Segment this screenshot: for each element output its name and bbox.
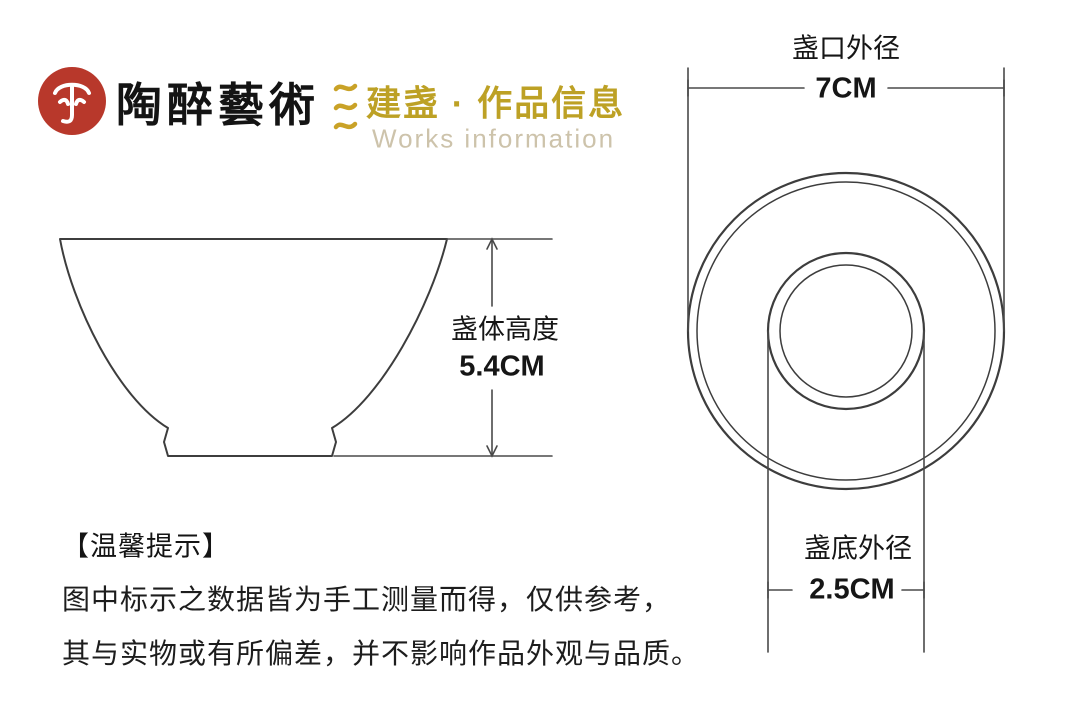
foot-diameter-value: 2.5CM [809,573,895,606]
top-view-dimension-lines [687,67,1005,653]
side-view-dimension-lines [333,237,553,458]
height-arrow-up [486,237,498,250]
side-height-label: 盏体高度 [451,314,559,345]
brand-name: 陶醉藝術 [116,80,320,131]
bowl-top-view-drawing [686,171,1006,491]
bowl-side-view-drawing [59,238,448,457]
side-height-value: 5.4CM [459,350,545,383]
mouth-diameter-value: 7CM [815,72,877,105]
foot-inner-circle [779,264,913,398]
logo-glyph [53,82,91,124]
page-title: 建盏 · 作品信息 [366,84,626,124]
rim-inner-circle [696,181,996,481]
foot-diameter-label: 盏底外径 [804,533,912,564]
notice-line-1: 图中标示之数据皆为手工测量而得，仅供参考， [62,584,672,615]
gold-squiggle-divider-icon [333,83,358,130]
mouth-diameter-label: 盏口外径 [792,33,900,64]
height-arrow-down [486,445,498,458]
rim-outer-circle [686,171,1006,491]
page-subtitle: Works information [372,123,616,154]
bowl-profile-outline [59,238,448,457]
notice-heading: 【温馨提示】 [62,531,230,562]
foot-outer-circle [766,251,926,411]
brand-logo-icon [38,67,106,135]
notice-line-2: 其与实物或有所偏差，并不影响作品外观与品质。 [62,638,701,669]
